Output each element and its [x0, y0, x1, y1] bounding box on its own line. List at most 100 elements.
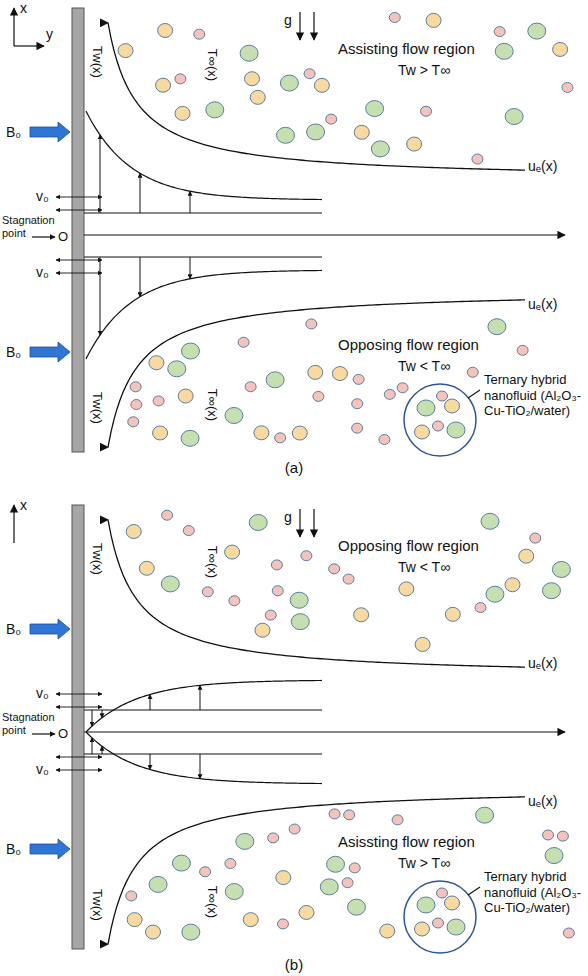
zoom-circle	[404, 881, 476, 953]
suction-arrow	[56, 197, 102, 198]
nanoparticle	[344, 810, 355, 820]
nanoparticle	[243, 913, 258, 927]
nanoparticle	[352, 399, 363, 409]
nanoparticle	[249, 515, 267, 531]
velocity-profile	[86, 111, 322, 199]
zoom-circle	[404, 384, 476, 456]
magnetic-field-arrow	[30, 342, 70, 362]
nanoparticle	[384, 389, 395, 399]
magnetic-field-arrow	[30, 122, 70, 142]
streamline	[108, 797, 525, 944]
nanoparticle	[202, 587, 213, 597]
stagnation-line	[84, 234, 565, 235]
nanoparticle	[552, 561, 570, 577]
velocity-label: uₑ(x)	[528, 296, 557, 313]
suction-label: v₀	[36, 188, 49, 205]
axis-label: y	[46, 26, 53, 43]
nanoparticle	[181, 430, 199, 446]
velocity-arrow	[92, 738, 93, 754]
stagnation-label: Stagnation point	[2, 711, 60, 737]
nanoparticle	[329, 564, 340, 574]
field-label: B₀	[6, 344, 21, 361]
nanoparticle	[308, 365, 323, 379]
nanoparticle	[245, 382, 256, 392]
nanoparticle	[433, 421, 444, 431]
magnetic-field-arrow	[30, 839, 70, 859]
velocity-arrow	[140, 173, 141, 213]
velocity-profile	[86, 270, 322, 358]
nanoparticle	[542, 583, 560, 599]
nanoparticle	[553, 42, 568, 56]
nanoparticle	[268, 833, 279, 843]
nanoparticle	[397, 383, 408, 393]
nanoparticle	[168, 361, 186, 377]
nanoparticle	[557, 831, 568, 841]
panel-label: (a)	[285, 459, 303, 477]
nanoparticle	[127, 913, 142, 927]
nanoparticle	[495, 43, 513, 59]
velocity-arrow	[200, 754, 201, 779]
pointer-arrow	[32, 236, 55, 237]
nanoparticle	[183, 526, 194, 536]
nanoparticle	[280, 75, 298, 91]
nanoparticle	[349, 863, 360, 873]
nanoparticle	[447, 919, 465, 935]
nanoparticle	[476, 807, 494, 823]
nanoparticle	[139, 561, 154, 575]
suction-arrow	[56, 707, 102, 708]
velocity-arrow	[100, 257, 101, 335]
region-label: Opposing flow region	[338, 336, 479, 354]
nanoparticle	[225, 407, 243, 423]
nanoparticle	[292, 426, 307, 440]
nanoparticle	[238, 337, 249, 347]
stagnation-line	[84, 731, 565, 732]
nanoparticle	[271, 560, 282, 570]
velocity-arrow	[102, 710, 103, 718]
condition-label: Tw < T∞	[398, 358, 450, 375]
nanoparticle	[543, 830, 554, 840]
nanoparticle	[445, 399, 460, 413]
axis-label: x	[20, 497, 27, 514]
nanoparticle	[245, 72, 260, 86]
nanoparticle	[225, 884, 243, 900]
nanoparticle	[158, 23, 173, 37]
nanoparticle	[290, 592, 308, 608]
nanoparticle	[277, 127, 295, 143]
velocity-arrow	[102, 746, 103, 754]
condition-label: Tw > T∞	[398, 62, 450, 79]
nanoparticle	[175, 106, 190, 120]
nanoparticle	[146, 925, 161, 939]
suction-label: v₀	[36, 264, 49, 281]
nanoparticle	[236, 833, 254, 849]
nanoparticle	[182, 924, 200, 940]
ambient-temperature: T∞(x)	[204, 886, 220, 918]
suction-arrow	[56, 210, 102, 211]
nanoparticle	[162, 510, 173, 520]
magnetic-field-arrow	[30, 619, 70, 639]
nanoparticle	[347, 899, 365, 915]
nanoparticle	[266, 372, 284, 388]
gravity-label: g	[284, 509, 292, 526]
nanoparticle	[225, 859, 236, 869]
nanoparticle	[320, 879, 338, 895]
nanoparticle	[200, 867, 211, 877]
nanofluid-label: Ternary hybrid nanofluid (Al₂O₃-Cu-TiO₂/…	[484, 869, 582, 916]
nanoparticle	[563, 928, 574, 938]
nanoparticle	[417, 897, 435, 913]
profile-baseline	[84, 257, 322, 258]
nanoparticle	[426, 13, 441, 27]
nanoparticle	[126, 525, 141, 539]
gravity-label: g	[284, 12, 292, 29]
nanoparticle	[415, 425, 430, 439]
profile-baseline	[84, 213, 322, 214]
nanoparticle	[131, 400, 142, 410]
nanoparticle	[255, 623, 270, 637]
velocity-profile	[86, 732, 322, 784]
nanoparticle	[445, 607, 460, 621]
nanofluid-label: Ternary hybrid nanofluid (Al₂O₃-Cu-TiO₂/…	[484, 372, 582, 419]
nanoparticle	[415, 637, 430, 651]
nanoparticle	[379, 435, 390, 445]
velocity-arrow	[92, 710, 93, 726]
nanoparticle	[326, 114, 337, 124]
suction-arrow	[56, 260, 102, 261]
